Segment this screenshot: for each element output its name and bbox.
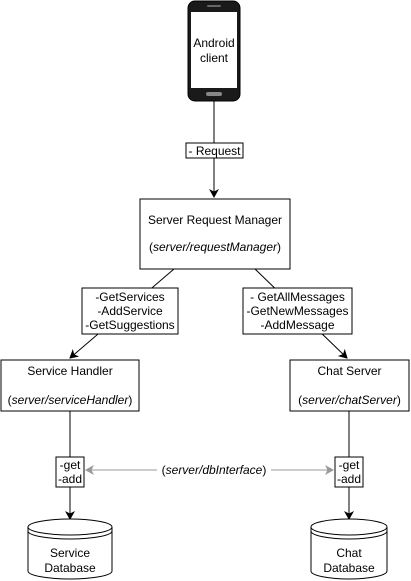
service-database-label-line2: Database — [44, 561, 96, 575]
chat-op-get-all-messages: - GetAllMessages — [250, 290, 345, 304]
db-interface-label: (server/dbInterface) — [162, 463, 267, 477]
android-phone-icon — [187, 0, 241, 102]
chat-op-get-new-messages: -GetNewMessages — [246, 304, 348, 318]
chat-database-icon — [310, 518, 388, 580]
android-client-label-line2: client — [200, 51, 229, 65]
db-op-left-add: -add — [58, 472, 82, 486]
db-interface-label-bg — [157, 462, 271, 478]
db-ops-right-box — [334, 456, 364, 488]
db-op-right-get: -get — [339, 458, 360, 472]
service-handler-box — [0, 359, 140, 412]
request-label: - Request — [188, 144, 241, 158]
service-handler-title: Service Handler — [27, 364, 112, 378]
db-op-right-add: -add — [337, 472, 361, 486]
chat-server-path: (server/chatServer) — [298, 393, 401, 407]
server-request-manager-box — [139, 198, 291, 270]
chat-op-add-message: -AddMessage — [260, 318, 334, 332]
service-op-add-service: -AddService — [97, 304, 163, 318]
db-op-left-get: -get — [60, 458, 81, 472]
service-ops-box — [81, 287, 179, 335]
chat-database-label-line1: Chat — [336, 546, 362, 560]
service-handler-path: (server/serviceHandler) — [8, 393, 133, 407]
service-op-get-services: -GetServices — [95, 290, 164, 304]
chat-server-title: Chat Server — [317, 364, 381, 378]
android-client-label-line1: Android — [193, 36, 234, 50]
chat-ops-box — [242, 287, 353, 335]
service-op-get-suggestions: -GetSuggestions — [85, 318, 174, 332]
chat-database-label-line2: Database — [323, 561, 375, 575]
service-database-label-line1: Service — [50, 546, 90, 560]
request-label-box — [185, 142, 244, 159]
server-request-manager-title: Server Request Manager — [148, 213, 282, 227]
db-ops-left-box — [55, 456, 85, 488]
server-request-manager-path: (server/requestManager) — [149, 240, 281, 254]
chat-server-box — [289, 359, 410, 412]
service-database-icon — [27, 518, 113, 580]
